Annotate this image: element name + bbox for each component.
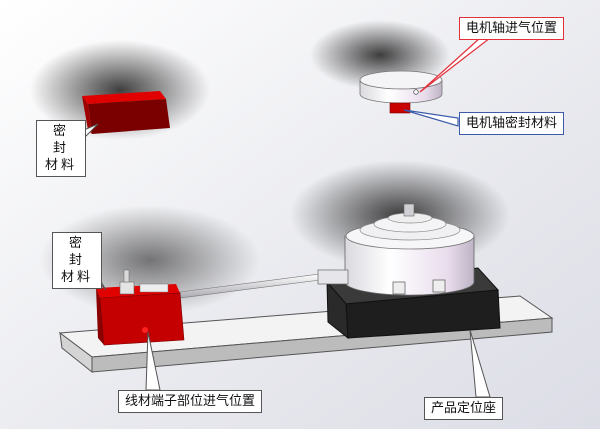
callout-leaders <box>83 37 492 398</box>
seal-block-top <box>82 91 170 134</box>
motor-shaft-part <box>359 70 443 114</box>
motor-drum <box>344 203 475 296</box>
callout-seal-left-line1: 密 封 <box>68 236 85 268</box>
seal-block-left <box>96 269 185 346</box>
callout-motor-shaft-air-inlet: 电机轴进气位置 <box>459 17 565 40</box>
callout-seal-left: 密 封 材料 <box>52 232 102 289</box>
callout-motor-shaft-seal: 电机轴密封材料 <box>459 112 565 135</box>
callout-product-locator: 产品定位座 <box>424 397 504 420</box>
callout-seal-top: 密 封 材料 <box>36 120 86 177</box>
callout-seal-top-line1: 密 封 <box>52 124 69 156</box>
callout-terminal-air-inlet: 线材端子部位进气位置 <box>118 390 263 413</box>
callout-seal-top-line2: 材料 <box>44 158 77 173</box>
terminal-inlet-hole <box>142 327 148 333</box>
callout-seal-left-line2: 材料 <box>60 270 93 285</box>
connecting-rod <box>179 269 349 299</box>
